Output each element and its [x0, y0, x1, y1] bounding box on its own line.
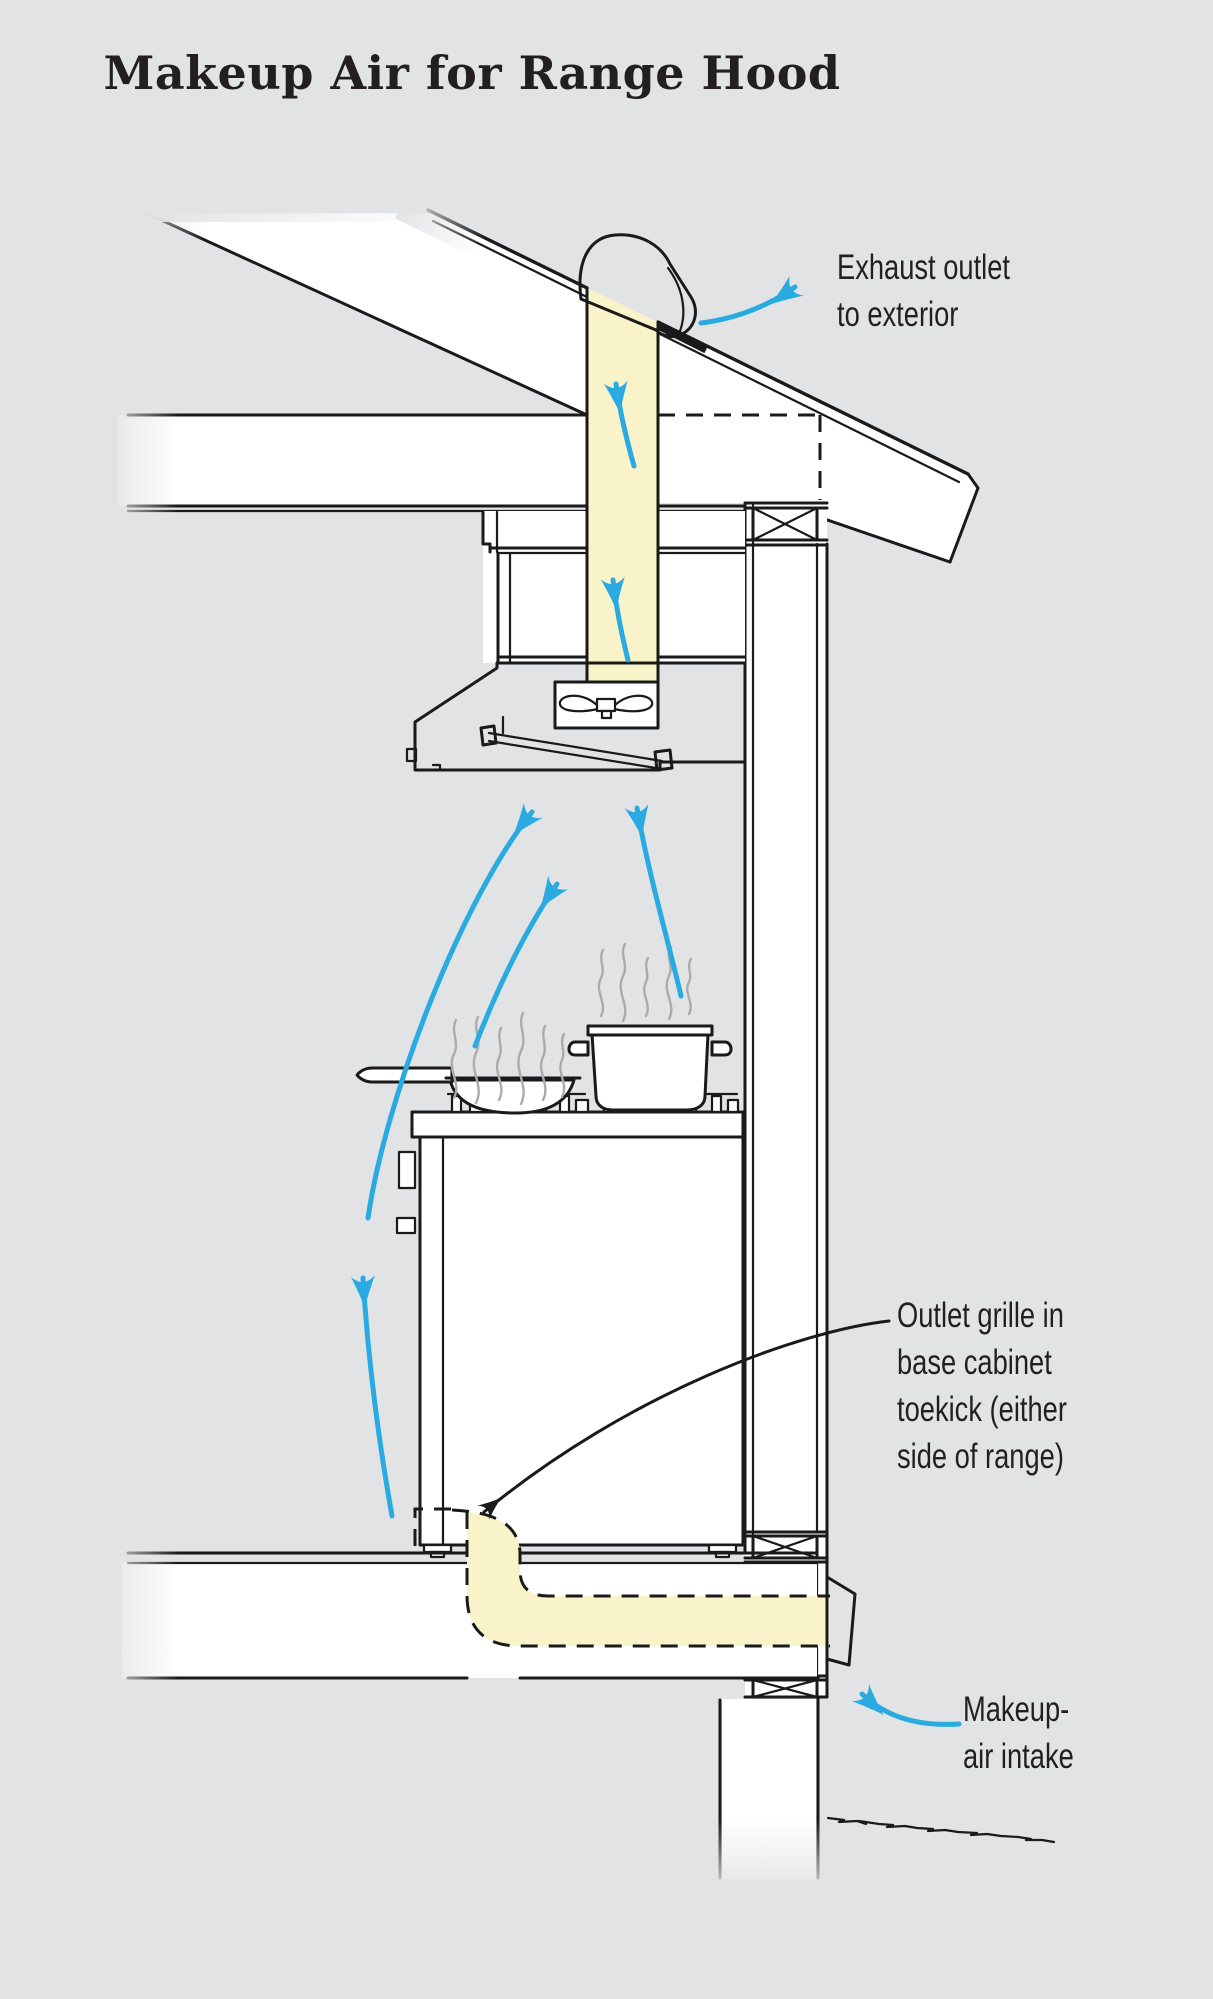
fascia	[948, 472, 980, 564]
exhaust-duct-fill	[587, 288, 658, 682]
label-outlet-grille: Outlet grille in base cabinet toekick (e…	[897, 1292, 1067, 1480]
hood-baffle	[479, 715, 674, 772]
airflow-arrow-room-mid	[472, 875, 569, 1049]
airflow-arrow-room-left	[365, 802, 543, 1221]
airflow-arrow-exhaust	[698, 276, 804, 326]
hood-body	[413, 661, 747, 772]
rafter-line	[146, 212, 589, 417]
page-title: Makeup Air for Range Hood	[103, 46, 841, 100]
leader-line-outlet-grille	[477, 1319, 891, 1520]
steam-lines	[450, 942, 693, 1106]
label-line: Exhaust outlet	[837, 248, 1011, 287]
label-line: side of range)	[897, 1437, 1064, 1476]
cookware	[355, 1024, 733, 1115]
label-line: toekick (either	[897, 1390, 1067, 1429]
fade-overlays	[100, 178, 835, 1895]
cooktop	[410, 1110, 745, 1139]
fan-icon	[558, 694, 654, 720]
pot-handle	[567, 1040, 590, 1057]
label-line: Outlet grille in	[897, 1296, 1064, 1335]
frying-pan	[355, 1066, 582, 1115]
roof-flashing	[656, 322, 708, 354]
label-line: base cabinet	[897, 1343, 1052, 1382]
oven-handle	[397, 1150, 417, 1190]
airflow-arrow-room-lower	[350, 1275, 395, 1519]
hood-switch	[405, 747, 418, 763]
toekick-grille	[413, 1507, 452, 1546]
makeup-duct-fill	[452, 1512, 830, 1646]
intake-hood	[825, 1575, 857, 1667]
label-makeup-intake: Makeup- air intake	[963, 1686, 1074, 1780]
range-body	[418, 1135, 745, 1547]
airflow-arrow-duct-upper	[603, 380, 637, 469]
wall-blocking-top	[751, 506, 819, 542]
range	[395, 1092, 745, 1559]
ceiling-structure	[118, 413, 822, 513]
airflow-arrow-duct-lower	[600, 576, 631, 663]
label-line: to exterior	[837, 295, 959, 334]
label-exhaust-outlet: Exhaust outlet to exterior	[837, 244, 1010, 338]
grade-line	[826, 1816, 1056, 1844]
range-hood	[405, 661, 747, 772]
wall-blocking-floor	[743, 1530, 829, 1564]
exterior-wall	[743, 501, 829, 1699]
label-line: air intake	[963, 1737, 1074, 1776]
pot	[567, 1024, 733, 1112]
airflow-arrow-intake	[852, 1683, 962, 1727]
label-line: Makeup-	[963, 1690, 1070, 1729]
airflow-arrow-room-right	[624, 803, 684, 999]
airflow-arrows	[350, 276, 962, 1727]
